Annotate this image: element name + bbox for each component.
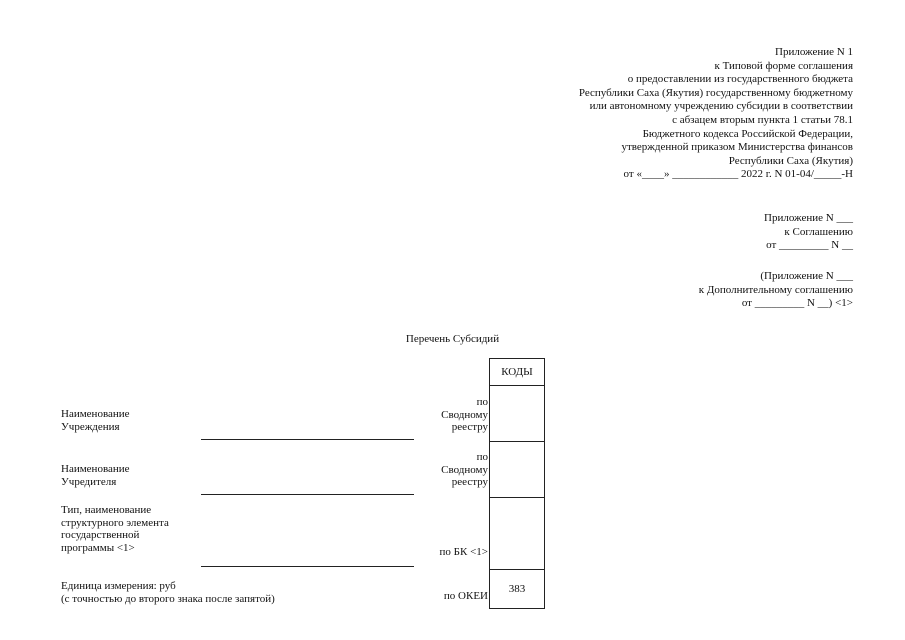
header-line: к Соглашению (784, 225, 853, 238)
institution-registry-label: по Сводному реестру (441, 396, 488, 434)
founder-name-field[interactable] (201, 494, 414, 495)
label-line: реестру (451, 421, 488, 433)
code-cell-unit: 383 (489, 569, 545, 609)
label-line: по БК <1> (439, 546, 488, 558)
label-line: Единица измерения: руб (61, 580, 176, 592)
document-title: Перечень Субсидий (405, 333, 500, 345)
founder-label: Наименование Учредителя (61, 463, 130, 488)
label-line: по (476, 451, 488, 463)
code-cell-program (489, 497, 545, 570)
header-line: от _________ N __) <1> (741, 297, 853, 310)
label-line: реестру (451, 476, 488, 488)
appendix-header-main: Приложение N 1 к Типовой форме соглашени… (579, 46, 853, 182)
program-bk-label: по БК <1> (440, 546, 488, 559)
header-line: Приложение N 1 (775, 46, 853, 58)
label-line: Сводному (441, 408, 488, 421)
header-line: Республики Саха (Якутия) (728, 154, 853, 167)
header-line: Приложение N ___ (764, 212, 853, 224)
header-line: к Типовой форме соглашения (714, 59, 853, 72)
institution-name-field[interactable] (201, 439, 414, 440)
header-line: Бюджетного кодекса Российской Федерации, (642, 127, 853, 140)
code-cell-founder (489, 441, 545, 498)
program-name-field[interactable] (201, 566, 414, 567)
header-line: от «____» ____________ 2022 г. N 01-04/_… (623, 168, 853, 181)
program-label: Тип, наименование структурного элемента … (61, 504, 169, 554)
unit-label: Единица измерения: руб (с точностью до в… (61, 580, 275, 605)
header-line: о предоставлении из государственного бюд… (627, 73, 853, 86)
appendix-header-additional: (Приложение N ___ к Дополнительному согл… (699, 270, 853, 311)
header-line: от _________ N __ (766, 239, 853, 252)
header-line: к Дополнительному соглашению (698, 283, 853, 296)
label-line: по ОКЕИ (443, 590, 488, 602)
label-line: (с точностью до второго знака после запя… (61, 592, 275, 605)
header-line: утвержденной приказом Министерства финан… (621, 141, 853, 154)
founder-registry-label: по Сводному реестру (441, 451, 488, 489)
label-line: Учредителя (61, 475, 117, 488)
label-line: по (476, 396, 488, 408)
unit-okei-label: по ОКЕИ (444, 590, 488, 603)
label-line: Сводному (441, 463, 488, 476)
label-line: Наименование (61, 463, 130, 475)
header-line: Республики Саха (Якутия) государственном… (578, 86, 853, 99)
institution-label: Наименование Учреждения (61, 408, 130, 433)
codes-header: КОДЫ (489, 358, 545, 386)
appendix-header-agreement: Приложение N ___ к Соглашению от _______… (764, 212, 853, 253)
header-line: или автономному учреждению субсидии в со… (589, 100, 853, 113)
label-line: структурного элемента (61, 516, 169, 529)
label-line: Учреждения (61, 420, 120, 433)
codes-table: КОДЫ 383 (489, 358, 545, 609)
header-line: (Приложение N ___ (760, 270, 853, 282)
label-line: государственной (61, 529, 140, 541)
header-line: с абзацем вторым пункта 1 статьи 78.1 (672, 113, 853, 126)
label-line: программы <1> (61, 541, 135, 554)
label-line: Наименование (61, 408, 130, 420)
code-cell-institution (489, 385, 545, 442)
label-line: Тип, наименование (61, 504, 152, 516)
